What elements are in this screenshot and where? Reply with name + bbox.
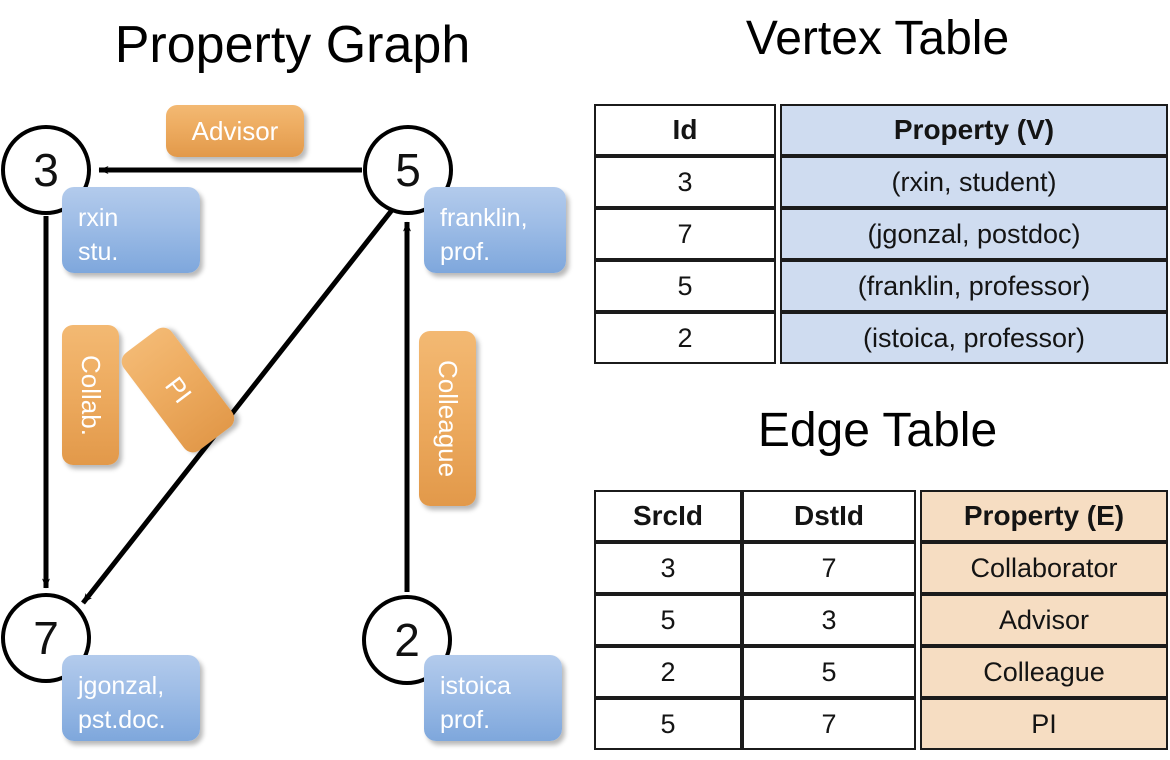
edge-5-to-7 [81, 208, 394, 605]
edge-label-text: Advisor [191, 115, 279, 146]
edge-cell-srcid: 3 [594, 542, 742, 594]
page-title-property-graph: Property Graph [114, 16, 471, 74]
vertex-cell-id: 5 [594, 260, 776, 312]
vertex-property-box-franklin: franklin, prof. [424, 187, 566, 273]
vertex-table-header-id: Id [594, 104, 776, 156]
edge-cell-property: Collaborator [920, 542, 1168, 594]
table-column-gap [916, 646, 920, 698]
table-row[interactable]: 2 5 Colleague [594, 646, 1168, 698]
page-title-vertex-table: Vertex Table [745, 12, 1010, 65]
vertex-property-line-1: istoica [440, 672, 511, 700]
vertex-property-line-2: pst.doc. [78, 706, 166, 734]
table-row[interactable]: 5 7 PI [594, 698, 1168, 750]
table-row[interactable]: 2 (istoica, professor) [594, 312, 1168, 364]
edge-cell-property: PI [920, 698, 1168, 750]
table-column-gap [916, 698, 920, 750]
table-column-gap [916, 490, 920, 542]
edge-table-header-srcid: SrcId [594, 490, 742, 542]
vertex-property-line-2: prof. [440, 238, 491, 266]
table-column-gap [776, 208, 780, 260]
vertex-property-box-jgonzal: jgonzal, pst.doc. [62, 655, 200, 741]
table-column-gap [776, 260, 780, 312]
table-row[interactable]: 7 (jgonzal, postdoc) [594, 208, 1168, 260]
vertex-cell-id: 2 [594, 312, 776, 364]
edge-table: SrcId DstId Property (E) 3 7 Collaborato… [594, 490, 1168, 750]
table-row[interactable]: 3 7 Collaborator [594, 542, 1168, 594]
edge-cell-property: Advisor [920, 594, 1168, 646]
table-column-gap [916, 594, 920, 646]
edge-cell-srcid: 5 [594, 594, 742, 646]
edge-label-collab: Collab. [62, 325, 119, 465]
edge-cell-srcid: 2 [594, 646, 742, 698]
edge-label-advisor: Advisor [166, 105, 304, 157]
table-row[interactable]: 5 3 Advisor [594, 594, 1168, 646]
edge-table-header-row: SrcId DstId Property (E) [594, 490, 1168, 542]
edge-cell-dstid: 7 [742, 542, 916, 594]
edge-table-header-property: Property (E) [920, 490, 1168, 542]
table-column-gap [776, 156, 780, 208]
vertex-property-box-istoica: istoica prof. [424, 655, 562, 741]
edge-cell-dstid: 7 [742, 698, 916, 750]
table-row[interactable]: 5 (franklin, professor) [594, 260, 1168, 312]
edge-cell-dstid: 5 [742, 646, 916, 698]
edge-label-text: Collab. [76, 354, 106, 436]
vertex-table: Id Property (V) 3 (rxin, student) 7 (jgo… [594, 104, 1168, 364]
vertex-property-line-2: stu. [78, 238, 119, 266]
vertex-property-line-1: jgonzal, [78, 672, 165, 700]
page-title-edge-table: Edge Table [757, 404, 998, 457]
vertex-property-box-rxin: rxin stu. [62, 187, 200, 273]
property-graph-panel: Property Graph 3 5 7 2 rxin stu. frankli… [1, 16, 566, 741]
table-column-gap [776, 312, 780, 364]
vertex-property-line-1: rxin [78, 204, 119, 232]
vertex-table-header-property: Property (V) [780, 104, 1168, 156]
vertex-cell-id: 3 [594, 156, 776, 208]
edge-cell-dstid: 3 [742, 594, 916, 646]
vertex-cell-property: (franklin, professor) [780, 260, 1168, 312]
edge-label-text: PI [159, 370, 198, 409]
vertex-cell-property: (istoica, professor) [780, 312, 1168, 364]
edge-table-header-dstid: DstId [742, 490, 916, 542]
vertex-cell-property: (rxin, student) [780, 156, 1168, 208]
edge-cell-property: Colleague [920, 646, 1168, 698]
table-column-gap [776, 104, 780, 156]
edge-cell-srcid: 5 [594, 698, 742, 750]
graph-node-2[interactable]: 2 [362, 595, 452, 685]
graph-edges-layer [42, 166, 411, 605]
vertex-property-line-1: franklin, [440, 204, 528, 232]
vertex-cell-property: (jgonzal, postdoc) [780, 208, 1168, 260]
table-column-gap [916, 542, 920, 594]
vertex-cell-id: 7 [594, 208, 776, 260]
graph-node-5[interactable]: 5 [363, 125, 453, 215]
edge-label-text: Colleague [433, 359, 463, 478]
table-row[interactable]: 3 (rxin, student) [594, 156, 1168, 208]
vertex-property-line-2: prof. [440, 706, 491, 734]
edge-label-colleague: Colleague [419, 331, 476, 506]
vertex-table-header-row: Id Property (V) [594, 104, 1168, 156]
